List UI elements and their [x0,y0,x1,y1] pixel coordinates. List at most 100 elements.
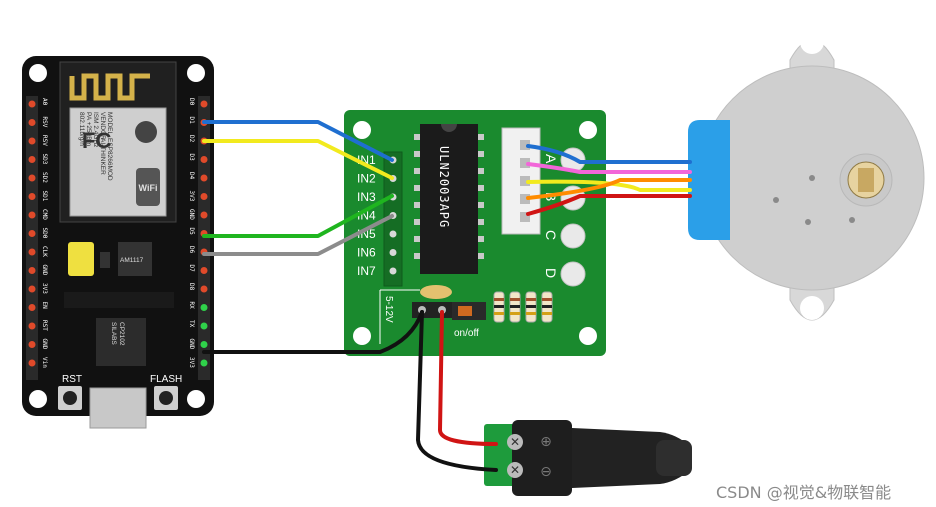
pin-dot [200,304,208,311]
wifi-logo [136,168,160,206]
pin-dot [200,211,208,219]
wire-green [202,194,394,238]
pin-label: 3V3 [188,357,195,368]
certification-icon [135,121,157,143]
led-label: D [543,268,559,278]
pin-dot [28,100,36,108]
motor-wire-pink [526,162,692,174]
pin-dot [200,193,208,200]
plus-symbol: ⊕ [540,434,552,450]
diode [100,252,110,268]
in-pin [389,267,397,275]
pin-label: D3 [188,154,195,162]
pin-label: GND [188,339,195,350]
pin-label: D2 [188,135,195,143]
smd-row [64,292,174,308]
stepper-motor [688,30,925,321]
flash-label: FLASH [150,374,182,385]
mount-hole-icon [29,64,47,82]
pin-label: SD2 [41,172,48,183]
svg-text:ESP8266MOD: ESP8266MOD [106,138,113,181]
wire-gray [202,214,394,256]
pin-label: CLK [41,246,48,257]
pin-label: A0 [41,98,48,106]
mount-hole-icon [579,327,597,345]
pin-label: RSV [41,117,48,128]
mount-hole-icon [29,390,47,408]
mount-hole-icon [800,30,824,54]
pin-label: 3V3 [188,191,195,202]
power-label: 5-12V [383,296,394,323]
capacitor [68,242,94,276]
in-label: IN7 [357,264,376,278]
wire-red-jack [438,310,498,446]
svg-text:AI-THINKER: AI-THINKER [99,138,106,175]
pin-label: D4 [188,172,195,180]
in-pin [389,230,397,238]
pin-dot [200,359,208,367]
pin-dot [28,285,36,293]
mount-hole-icon [187,390,205,408]
svg-text:MODEL: MODEL [106,112,113,136]
motor-cable-cover [688,120,730,240]
usb-port [89,387,147,429]
pin-label: RSV [41,135,48,146]
pin-dot [28,230,36,237]
jumper-cap [420,285,452,299]
pin-dot [200,174,208,182]
dc-jack: ✕ ✕ ⊕ ⊖ [484,420,692,496]
in-label: IN3 [357,190,376,204]
mount-hole-icon [353,121,371,139]
module-text: MODEL ESP8266MOD VENDOR AI-THINKER ISM 2… [78,112,113,181]
pin-label: D0 [188,98,195,106]
usb-chip [96,318,146,366]
svg-text:✕: ✕ [510,463,520,477]
pin-dot [200,100,208,108]
wire-blue [202,120,394,162]
pin-dot [28,267,36,274]
minus-symbol: ⊖ [540,464,552,480]
pin-label: D7 [188,265,195,273]
chip-label: ULN2003APG [437,146,451,228]
motor-wire-orange [526,178,692,200]
pin-dot [28,174,36,182]
pin-label: SD1 [41,191,48,202]
motor-wire-blue [526,144,692,164]
pin-dot [28,322,36,330]
pin-label: Vin [41,357,48,368]
pin-dot [28,211,36,219]
pin-dot [28,248,36,256]
pin-label: RX [188,302,195,310]
switch-label: on/off [454,328,479,339]
pin-dot [28,193,36,200]
wire-yellow [202,139,394,180]
pin-dot [28,304,36,311]
usb-chip-label: SILABS [110,322,117,345]
pin-dot [28,359,36,367]
wire-black [202,310,424,354]
pin-label: D8 [188,283,195,291]
pin-label: CMD [41,209,48,220]
pin-label: D5 [188,228,195,236]
pin-label: TX [188,320,195,328]
uln2003-chip [420,124,478,274]
rst-label: RST [62,374,82,385]
pin-dot [28,341,36,348]
led [560,223,586,249]
pin-label: 3V3 [41,283,48,294]
mount-hole-icon [187,64,205,82]
pin-label: RST [41,320,48,331]
antenna-trace-icon [69,73,150,101]
svg-text:ISM 2.4GHz: ISM 2.4GHz [92,112,99,147]
pin-dot [200,156,208,163]
pin-label: EN [41,302,48,310]
pin-label: D1 [188,117,195,125]
svg-text:802.11b/g/n: 802.11b/g/n [78,112,85,146]
regulator-label: AM1117 [120,257,144,264]
pin-label: GND [188,209,195,220]
pin-dot [200,267,208,274]
pin-dot [28,156,36,163]
led [560,261,586,287]
